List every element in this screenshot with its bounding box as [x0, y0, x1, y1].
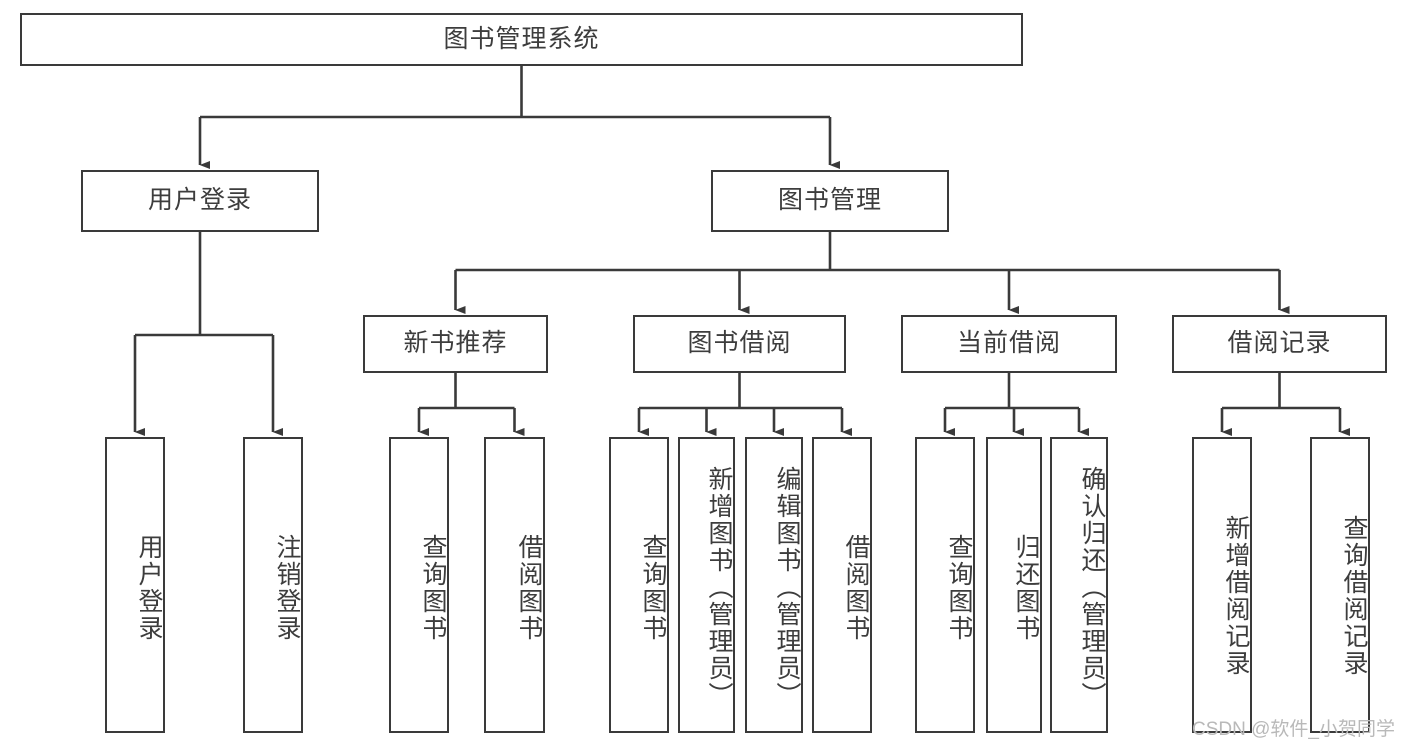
node-leaf-logout[interactable]: 注销登录	[243, 437, 303, 733]
node-leaf-add-record-label: 新增借阅记录	[1222, 515, 1250, 677]
node-book-manage-label: 图书管理	[777, 186, 882, 215]
node-leaf-return-book-label: 归还图书	[1012, 534, 1040, 642]
node-leaf-add-record[interactable]: 新增借阅记录	[1192, 437, 1252, 733]
node-leaf-query-book-1[interactable]: 查询图书	[389, 437, 449, 733]
node-leaf-borrow-book-2[interactable]: 借阅图书	[812, 437, 872, 733]
node-book-borrow-label: 图书借阅	[687, 329, 792, 358]
node-leaf-borrow-book-1[interactable]: 借阅图书	[484, 437, 545, 733]
node-leaf-query-book-2[interactable]: 查询图书	[609, 437, 669, 733]
node-leaf-edit-book[interactable]: 编辑图书（管理员）	[745, 437, 803, 733]
node-new-book-recommend-label: 新书推荐	[403, 329, 508, 358]
node-leaf-user-login-label: 用户登录	[135, 534, 163, 642]
node-leaf-edit-book-label: 编辑图书（管理员）	[773, 465, 801, 709]
node-leaf-query-book-1-label: 查询图书	[419, 534, 447, 642]
node-leaf-add-book-label: 新增图书（管理员）	[705, 465, 733, 709]
node-current-borrow-label: 当前借阅	[956, 329, 1061, 358]
node-borrow-record[interactable]: 借阅记录	[1172, 315, 1387, 373]
node-borrow-record-label: 借阅记录	[1227, 329, 1332, 358]
watermark: CSDN @软件_小贺同学	[1192, 719, 1395, 740]
node-leaf-borrow-book-2-label: 借阅图书	[842, 534, 870, 642]
node-leaf-confirm-return[interactable]: 确认归还（管理员）	[1050, 437, 1108, 733]
node-leaf-query-book-3[interactable]: 查询图书	[915, 437, 975, 733]
node-leaf-confirm-return-label: 确认归还（管理员）	[1078, 465, 1106, 709]
node-new-book-recommend[interactable]: 新书推荐	[363, 315, 548, 373]
node-root-label: 图书管理系统	[443, 24, 600, 53]
node-leaf-add-book[interactable]: 新增图书（管理员）	[678, 437, 735, 733]
node-leaf-borrow-book-1-label: 借阅图书	[515, 534, 543, 642]
node-user-login[interactable]: 用户登录	[81, 170, 319, 232]
node-book-borrow[interactable]: 图书借阅	[633, 315, 846, 373]
node-book-manage[interactable]: 图书管理	[711, 170, 949, 232]
node-leaf-return-book[interactable]: 归还图书	[986, 437, 1042, 733]
node-leaf-query-record-label: 查询借阅记录	[1340, 515, 1368, 677]
node-user-login-label: 用户登录	[147, 186, 252, 215]
node-leaf-user-login[interactable]: 用户登录	[105, 437, 165, 733]
node-leaf-logout-label: 注销登录	[273, 534, 301, 642]
node-current-borrow[interactable]: 当前借阅	[901, 315, 1117, 373]
node-leaf-query-book-3-label: 查询图书	[945, 534, 973, 642]
node-leaf-query-book-2-label: 查询图书	[639, 534, 667, 642]
node-leaf-query-record[interactable]: 查询借阅记录	[1310, 437, 1370, 733]
node-root[interactable]: 图书管理系统	[20, 13, 1023, 66]
